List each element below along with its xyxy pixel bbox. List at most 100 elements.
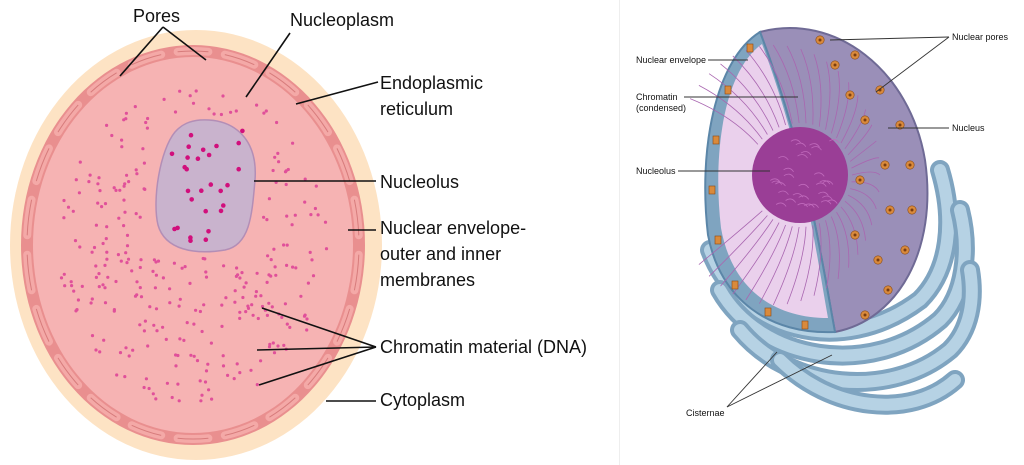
chromatin-dot	[174, 364, 178, 368]
chromatin-dot	[204, 369, 209, 373]
chromatin-dot	[200, 393, 204, 397]
chromatin-strand	[698, 210, 763, 265]
label-envelope-line2: outer and inner	[380, 244, 502, 264]
nucleolus-dot	[185, 188, 191, 194]
chromatin-dot	[103, 301, 108, 305]
chromatin-strand	[813, 54, 822, 127]
envelope-segment-edge	[90, 72, 117, 93]
chromatin-dot	[135, 172, 139, 176]
chromatin-dot	[293, 213, 297, 217]
chromatin-dot	[236, 273, 240, 277]
envelope-segment-edge	[90, 397, 117, 418]
chromatin-dot	[283, 302, 287, 306]
envelope-segment-edge	[307, 357, 329, 386]
chromatin-dot	[100, 205, 104, 209]
chromatin-dot	[199, 399, 203, 403]
chromatin-dot	[139, 258, 143, 262]
chromatin-strand	[786, 226, 807, 305]
chromatin-dot	[226, 373, 230, 377]
chromatin-dot	[254, 294, 258, 298]
chromatin-dot	[244, 281, 248, 285]
chromatin-dot	[120, 138, 124, 142]
chromatin-dot	[94, 275, 98, 279]
chromatin-dot	[280, 315, 284, 319]
chromatin-dot	[198, 309, 202, 314]
chromatin-strand	[745, 224, 786, 301]
chromatin-dot	[143, 319, 147, 323]
chromatin-dot	[262, 111, 266, 115]
chromatin-dot	[305, 328, 309, 332]
chromatin-dot	[177, 304, 181, 308]
chromatin-dot	[266, 254, 270, 258]
nucleolus-dot	[214, 143, 219, 149]
chromatin-dot	[267, 197, 271, 201]
nucleolus-dot	[203, 208, 208, 214]
pore-center	[853, 233, 857, 237]
chromatin-dot	[101, 283, 105, 287]
pore-rim	[731, 280, 739, 290]
chromatin-dot	[105, 257, 109, 261]
label-pores: Pores	[133, 6, 181, 26]
nucleolus-dot	[175, 225, 180, 231]
chromatin-dot	[155, 329, 159, 333]
chromatin-dot	[151, 392, 155, 396]
chromatin-dot	[272, 351, 277, 355]
chromatin-dot	[123, 375, 127, 379]
chromatin-dot	[324, 247, 329, 251]
chromatin-dot	[92, 245, 97, 250]
chromatin-dot	[191, 101, 196, 105]
nucleolus-dot	[221, 203, 226, 208]
chromatin-dot	[97, 285, 101, 289]
chromatin-dot	[103, 286, 107, 290]
envelope-segment-edge	[57, 357, 79, 386]
pore-rim	[714, 235, 722, 245]
envelope-segment-edge	[353, 199, 360, 236]
chromatin-dot	[87, 180, 91, 184]
panel-divider	[619, 0, 620, 465]
chromatin-dot	[305, 317, 309, 321]
chromatin-dot	[78, 160, 82, 164]
leader-pores-1	[119, 26, 164, 77]
chromatin-dot	[219, 112, 223, 117]
chromatin-dot	[233, 289, 237, 293]
chromatin-dot	[142, 187, 146, 191]
chromatin-dot	[308, 250, 312, 254]
label-nucleus: Nucleus	[952, 123, 985, 133]
nucleolus-fiber	[771, 180, 783, 185]
chromatin-dot	[273, 155, 277, 159]
chromatin-dot	[117, 216, 121, 220]
chromatin-dot	[62, 216, 66, 220]
chromatin-dot	[267, 301, 271, 305]
chromatin-dot	[69, 280, 73, 284]
envelope-segment-edge	[35, 308, 50, 342]
chromatin-strand	[772, 44, 800, 124]
chromatin-dot	[276, 151, 280, 155]
chromatin-dot	[124, 346, 128, 350]
label-nucleolus-right: Nucleolus	[636, 166, 676, 176]
er-band-lumen	[714, 204, 971, 362]
chromatin-dot	[161, 325, 165, 329]
chromatin-dot	[204, 275, 209, 279]
envelope-segment-edge	[177, 437, 209, 440]
chromatin-dot	[66, 205, 71, 209]
envelope-segment-edge	[269, 72, 296, 93]
chromatin-dot	[242, 285, 246, 289]
pore-center	[858, 178, 862, 182]
chromatin-dot	[118, 188, 122, 192]
nucleolus-fiber	[775, 182, 786, 187]
pore-center	[853, 53, 857, 57]
nucleolus-3d	[752, 127, 848, 223]
chromatin-dot	[97, 272, 101, 276]
nucleolus-dot	[236, 166, 241, 172]
nucleus-diagram-right: Nuclear envelope Chromatin (condensed) N…	[620, 0, 1024, 465]
envelope-segment-edge	[26, 254, 33, 291]
nucleolus-fiber	[822, 195, 833, 200]
pore-center	[903, 248, 907, 252]
chromatin-dot	[195, 359, 200, 363]
chromatin-strand	[851, 157, 880, 169]
chromatin-strand	[772, 226, 800, 306]
chromatin-dot	[202, 303, 206, 307]
chromatin-dot	[303, 200, 307, 204]
chromatin-dot	[124, 111, 128, 115]
chromatin-dot	[206, 362, 210, 366]
